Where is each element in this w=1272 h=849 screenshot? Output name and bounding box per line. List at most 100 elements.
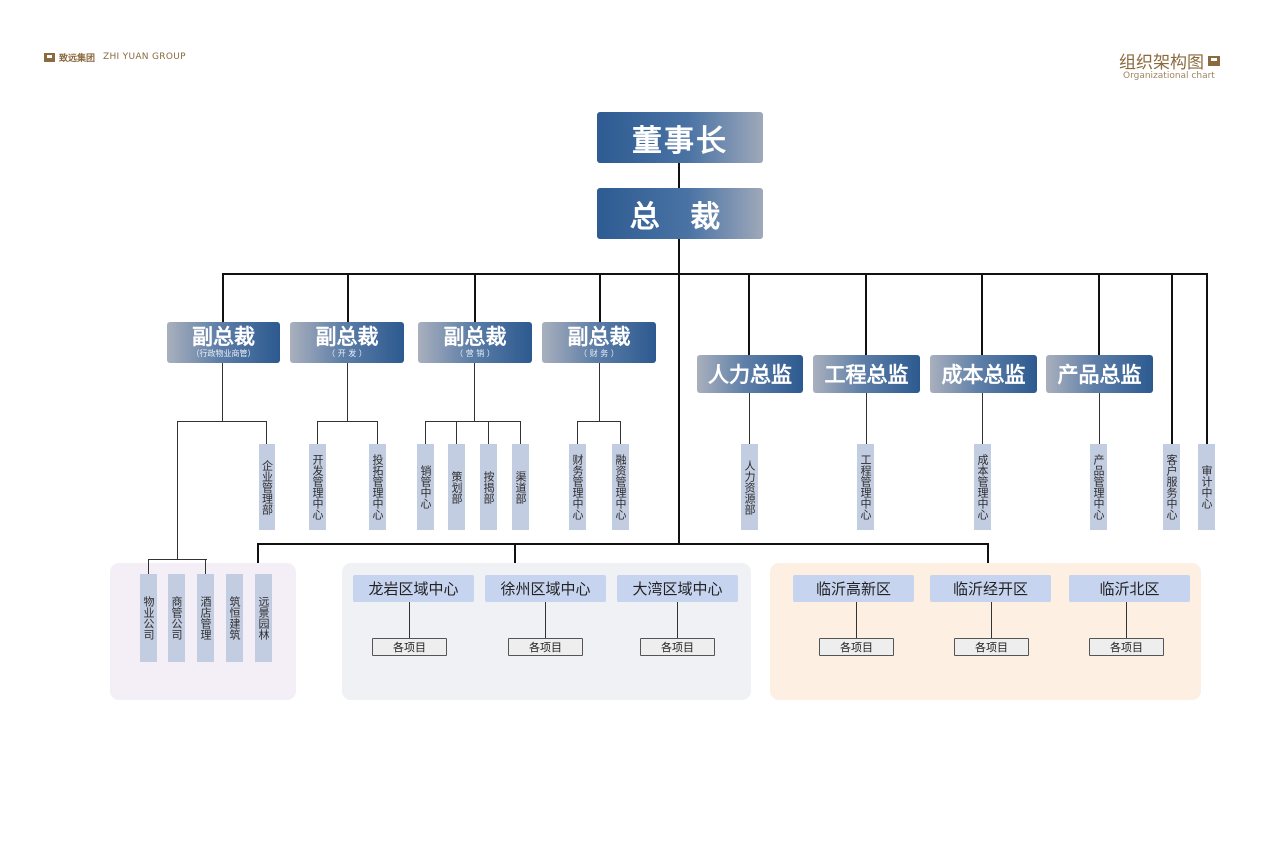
connector-line [577, 421, 578, 444]
project-node: 各项目 [640, 638, 715, 656]
connector-line [678, 163, 680, 188]
connector-line [177, 421, 178, 560]
president-node: 总 裁 [597, 188, 763, 239]
connector-line [991, 602, 992, 638]
vp-development-node: 副总裁 （ 开 发 ） [290, 322, 404, 363]
dept-node: 销管中心 [417, 444, 434, 530]
connector-line [205, 559, 206, 574]
chart-title-en: Organizational chart [1123, 71, 1215, 81]
connector-line [488, 421, 489, 444]
connector-line [599, 273, 601, 322]
vp-subtitle: （ 财 务 ） [579, 349, 619, 358]
connector-line [982, 393, 983, 444]
subsidiary-node: 酒店管理 [197, 574, 214, 662]
region-node: 徐州区域中心 [485, 575, 606, 602]
connector-line [222, 273, 224, 322]
region-node: 临沂高新区 [793, 575, 914, 602]
vp-subtitle: （行政物业商管） [191, 349, 256, 358]
dept-node: 人力资源部 [741, 444, 758, 530]
subsidiary-node: 远景园林 [255, 574, 272, 662]
chart-title-text: 组织架构图 [1119, 53, 1204, 73]
director-engineering-node: 工程总监 [813, 355, 920, 393]
dept-node: 按揭部 [480, 444, 497, 530]
title-mark-icon [1208, 55, 1220, 66]
brand-mark-icon [44, 52, 55, 62]
connector-line [456, 421, 457, 444]
region-node: 临沂经开区 [930, 575, 1051, 602]
connector-line [1206, 273, 1208, 444]
vp-subtitle: （ 营 销 ） [455, 349, 495, 358]
director-hr-node: 人力总监 [697, 355, 803, 393]
connector-line [177, 421, 267, 422]
connector-line [1126, 602, 1127, 638]
connector-line [856, 602, 857, 638]
vp-title: 副总裁 [567, 325, 631, 349]
connector-line [1171, 273, 1173, 444]
dept-node: 财务管理中心 [569, 444, 586, 530]
dept-node: 融资管理中心 [612, 444, 629, 530]
project-node: 各项目 [508, 638, 583, 656]
connector-line [347, 273, 349, 322]
connector-line [1098, 273, 1100, 355]
vp-marketing-node: 副总裁 （ 营 销 ） [418, 322, 532, 363]
connector-line [520, 421, 521, 444]
connector-line [257, 543, 259, 563]
dept-node: 客户服务中心 [1163, 444, 1180, 530]
project-node: 各项目 [819, 638, 894, 656]
connector-line [257, 543, 989, 545]
connector-line [317, 421, 318, 444]
connector-line [749, 393, 750, 444]
connector-line [148, 559, 207, 560]
subsidiary-node: 筑恒建筑 [226, 574, 243, 662]
dept-node: 开发管理中心 [309, 444, 326, 530]
vp-title: 副总裁 [443, 325, 507, 349]
connector-line [545, 602, 546, 638]
connector-line [409, 602, 410, 638]
connector-line [678, 239, 680, 545]
project-node: 各项目 [1089, 638, 1164, 656]
connector-line [599, 363, 600, 421]
connector-line [1099, 393, 1100, 444]
brand-name-cn: 致远集团 [59, 53, 96, 64]
connector-line [866, 393, 867, 444]
subsidiary-node: 商管公司 [168, 574, 185, 662]
connector-line [987, 543, 989, 563]
region-node: 临沂北区 [1069, 575, 1190, 602]
connector-line [514, 543, 516, 563]
connector-line [865, 273, 867, 355]
chairman-node: 董事长 [597, 112, 763, 163]
chart-title: 组织架构图 [1119, 48, 1220, 73]
connector-line [474, 273, 476, 322]
vp-title: 副总裁 [192, 325, 255, 349]
connector-line [425, 421, 426, 444]
connector-line [377, 421, 378, 444]
subsidiary-node: 物业公司 [140, 574, 157, 662]
connector-line [222, 363, 223, 421]
connector-line [347, 363, 348, 421]
region-node: 龙岩区域中心 [353, 575, 474, 602]
dept-node: 企业管理部 [259, 444, 275, 530]
dept-node: 审计中心 [1198, 444, 1215, 530]
connector-line [222, 273, 1208, 275]
dept-node: 产品管理中心 [1090, 444, 1107, 530]
vp-admin-node: 副总裁 （行政物业商管） [167, 322, 280, 363]
dept-node: 投拓管理中心 [369, 444, 386, 530]
connector-line [474, 363, 475, 421]
connector-line [425, 421, 521, 422]
dept-node: 工程管理中心 [857, 444, 874, 530]
connector-line [317, 421, 378, 422]
connector-line [748, 273, 750, 355]
connector-line [266, 421, 267, 444]
director-product-node: 产品总监 [1046, 355, 1153, 393]
connector-line [677, 602, 678, 638]
dept-node: 策划部 [448, 444, 465, 530]
vp-finance-node: 副总裁 （ 财 务 ） [542, 322, 656, 363]
brand-name-en: ZHI YUAN GROUP [103, 52, 186, 62]
director-cost-node: 成本总监 [930, 355, 1037, 393]
connector-line [620, 421, 621, 444]
vp-subtitle: （ 开 发 ） [327, 349, 367, 358]
dept-node: 成本管理中心 [974, 444, 991, 530]
region-node: 大湾区域中心 [617, 575, 738, 602]
project-node: 各项目 [954, 638, 1029, 656]
